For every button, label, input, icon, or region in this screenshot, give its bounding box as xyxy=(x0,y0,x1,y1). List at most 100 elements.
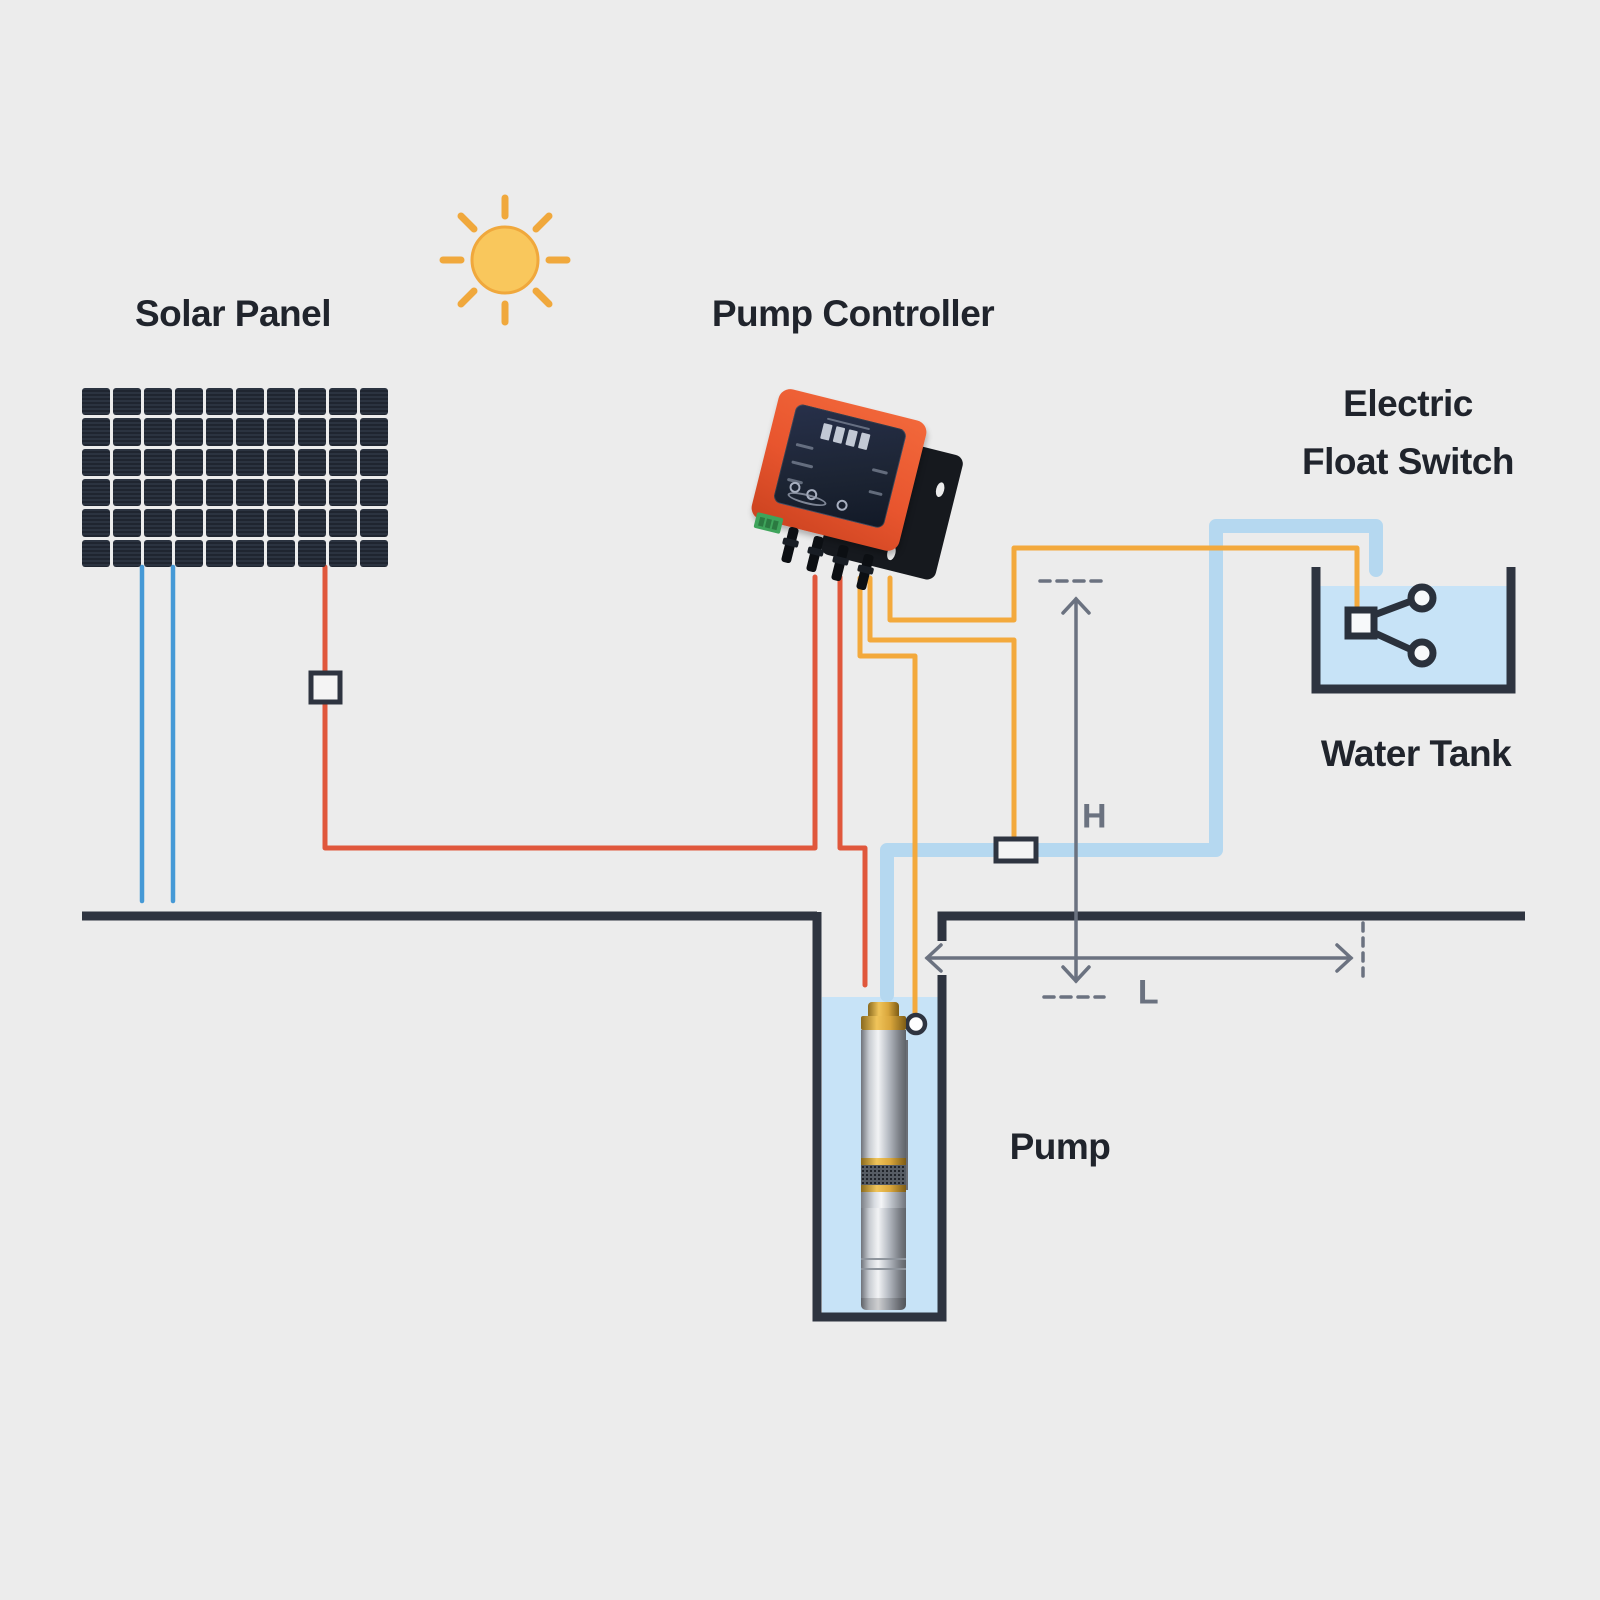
solar-cell xyxy=(174,479,203,507)
solar-cell xyxy=(329,388,358,416)
solar-cell xyxy=(205,448,234,476)
dimension-h xyxy=(1038,579,1106,999)
solar-cell xyxy=(236,539,265,567)
solar-cell xyxy=(112,418,141,446)
solar-cell xyxy=(143,448,172,476)
solar-cell xyxy=(329,479,358,507)
screen-detail xyxy=(791,460,814,469)
solar-cell xyxy=(360,418,388,446)
solar-cell xyxy=(267,479,296,507)
pump-top-cap xyxy=(867,1002,900,1016)
float-switch-label-line1: Electric xyxy=(1343,383,1473,424)
solar-cell xyxy=(82,388,110,416)
solar-cell xyxy=(112,448,141,476)
solar-cell xyxy=(143,509,172,537)
pump-intake-mesh xyxy=(861,1165,906,1185)
solar-cell xyxy=(329,418,358,446)
solar-cell xyxy=(82,448,110,476)
well-walls xyxy=(812,912,947,1322)
solar-cell xyxy=(143,418,172,446)
solar-cell xyxy=(174,418,203,446)
solar-cell xyxy=(82,418,110,446)
water-pipe xyxy=(880,519,1383,1002)
solar-cell xyxy=(298,418,327,446)
pump-gold-band xyxy=(861,1185,906,1192)
solar-cell xyxy=(174,448,203,476)
float-switch-icon xyxy=(1344,583,1437,668)
solar-cell xyxy=(329,448,358,476)
solar-wires-blue xyxy=(139,564,176,904)
bracket-screw-hole xyxy=(934,481,946,498)
water-tank-label: Water Tank xyxy=(1320,733,1512,774)
solar-cell xyxy=(298,448,327,476)
solar-cell xyxy=(143,479,172,507)
float-switch-cable-yellow xyxy=(887,545,1360,623)
solar-cell xyxy=(298,479,327,507)
solar-cell xyxy=(329,539,358,567)
solar-cell xyxy=(236,479,265,507)
solar-cell xyxy=(236,509,265,537)
solar-cell xyxy=(205,418,234,446)
solar-cell xyxy=(82,539,110,567)
solar-cell xyxy=(267,539,296,567)
solar-cell xyxy=(205,539,234,567)
pump-label: Pump xyxy=(1009,1126,1111,1167)
screen-detail xyxy=(795,442,814,451)
junction-cable-yellow xyxy=(867,575,1017,839)
solar-cell xyxy=(298,388,327,416)
pump-body xyxy=(861,1270,906,1298)
pump-foot xyxy=(861,1298,906,1310)
float-switch-label: Electric Float Switch xyxy=(1302,375,1514,491)
solar-cell xyxy=(205,388,234,416)
dimension-l xyxy=(924,921,1365,983)
controller-screen xyxy=(772,402,908,530)
solar-cell xyxy=(360,388,388,416)
pump-controller-label: Pump Controller xyxy=(711,293,995,334)
solar-wire-red xyxy=(322,564,818,851)
solar-cell xyxy=(360,509,388,537)
solar-cell xyxy=(236,418,265,446)
pump-cable-connector xyxy=(904,1012,928,1036)
pump-cable-yellow xyxy=(857,575,918,1017)
solar-panel-label: Solar Panel xyxy=(134,293,332,334)
solar-cell xyxy=(82,479,110,507)
sun-icon xyxy=(439,194,571,326)
pump-body xyxy=(861,1208,906,1258)
solar-cell xyxy=(174,509,203,537)
solar-cell xyxy=(143,388,172,416)
solar-cell xyxy=(205,479,234,507)
submersible-pump-graphic xyxy=(861,1002,908,1312)
mc4-connector xyxy=(780,526,800,564)
solar-cell xyxy=(112,388,141,416)
solar-cell xyxy=(236,448,265,476)
solar-cell xyxy=(298,509,327,537)
solar-cell xyxy=(360,448,388,476)
solar-cell xyxy=(205,509,234,537)
solar-cell xyxy=(174,388,203,416)
mc4-connector xyxy=(805,535,825,573)
solar-cell xyxy=(174,539,203,567)
pump-body xyxy=(861,1030,906,1158)
solar-cell xyxy=(298,539,327,567)
solar-cell xyxy=(267,448,296,476)
dimension-h-label: H xyxy=(1081,797,1107,836)
dimension-l-label: L xyxy=(1137,973,1159,1012)
solar-cell xyxy=(267,418,296,446)
pipe-junction-box xyxy=(993,836,1039,864)
controller-button xyxy=(835,498,849,512)
solar-connector-box xyxy=(308,670,343,705)
solar-cell xyxy=(329,509,358,537)
solar-cell xyxy=(360,539,388,567)
float-switch-label-line2: Float Switch xyxy=(1302,441,1514,482)
pump-wire-red xyxy=(837,574,868,988)
solar-cell xyxy=(267,509,296,537)
pump-gold-band xyxy=(861,1158,906,1165)
pump-ring xyxy=(861,1192,906,1208)
pump-collar xyxy=(861,1016,906,1030)
ground-line xyxy=(82,911,1525,1322)
solar-cell xyxy=(143,539,172,567)
solar-cell xyxy=(267,388,296,416)
screen-detail xyxy=(871,468,888,475)
